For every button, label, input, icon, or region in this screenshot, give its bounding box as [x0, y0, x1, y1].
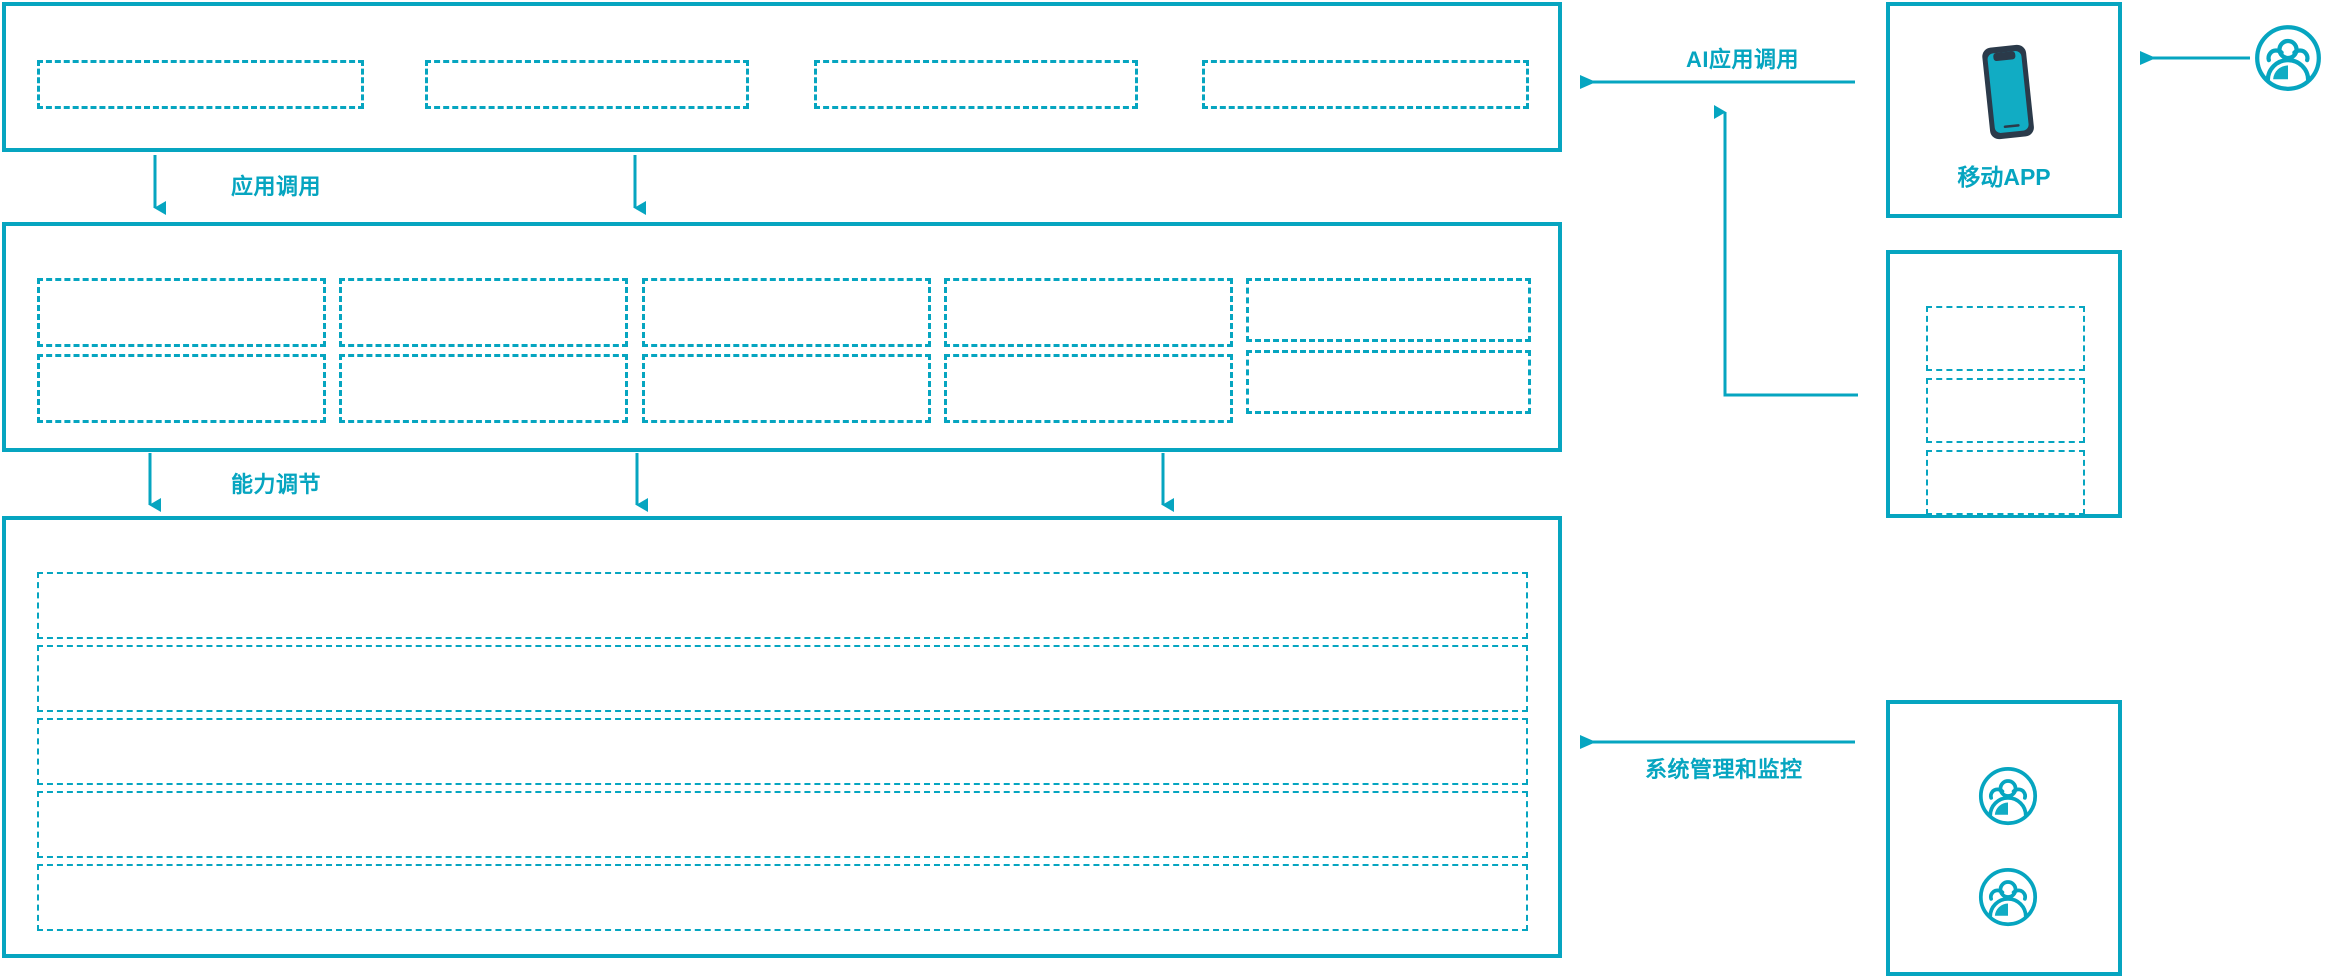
cap-r1-c2[interactable]	[339, 278, 628, 347]
mobile-app-card[interactable]: 移动APP	[1886, 2, 2122, 218]
channel-slot-2[interactable]	[1926, 378, 2085, 443]
user-group-icon	[2254, 24, 2322, 92]
cap-r2-c2[interactable]	[339, 354, 628, 423]
channel-slot-3[interactable]	[1926, 450, 2085, 515]
plat-row-2[interactable]	[37, 645, 1528, 712]
plat-row-3[interactable]	[37, 718, 1528, 785]
plat-row-5[interactable]	[37, 864, 1528, 931]
app-slot-2[interactable]	[425, 60, 749, 109]
app-slot-4[interactable]	[1202, 60, 1529, 109]
user-group-icon	[1978, 766, 2038, 826]
flow-label-ai-app-call: AI应用调用	[1686, 47, 1800, 72]
channel-card[interactable]	[1886, 250, 2122, 518]
channel-slot-1[interactable]	[1926, 306, 2085, 371]
user-group-icon	[1978, 867, 2038, 927]
cap-r1-c1[interactable]	[37, 278, 326, 347]
capability-layer-panel	[2, 222, 1562, 452]
flow-label-system-management: 系统管理和监控	[1645, 757, 1803, 782]
cap-r1-c3[interactable]	[642, 278, 931, 347]
plat-row-1[interactable]	[37, 572, 1528, 639]
application-layer-panel	[2, 2, 1562, 152]
arrow-channel-riser	[1714, 105, 1858, 397]
cap-r2-c3[interactable]	[642, 354, 931, 423]
operators-card[interactable]	[1886, 700, 2122, 976]
cap-r2-c4[interactable]	[944, 354, 1233, 423]
cap-r2-c5[interactable]	[1246, 350, 1531, 414]
smartphone-icon	[1958, 36, 2058, 146]
flow-label-capability-adjust: 能力调节	[231, 472, 322, 497]
app-slot-3[interactable]	[814, 60, 1138, 109]
app-slot-1[interactable]	[37, 60, 364, 109]
platform-layer-panel	[2, 516, 1562, 958]
cap-r2-c1[interactable]	[37, 354, 326, 423]
plat-row-4[interactable]	[37, 791, 1528, 858]
flow-label-app-call: 应用调用	[231, 174, 322, 199]
cap-r1-c5[interactable]	[1246, 278, 1531, 342]
cap-r1-c4[interactable]	[944, 278, 1233, 347]
mobile-app-caption: 移动APP	[1957, 164, 2051, 190]
